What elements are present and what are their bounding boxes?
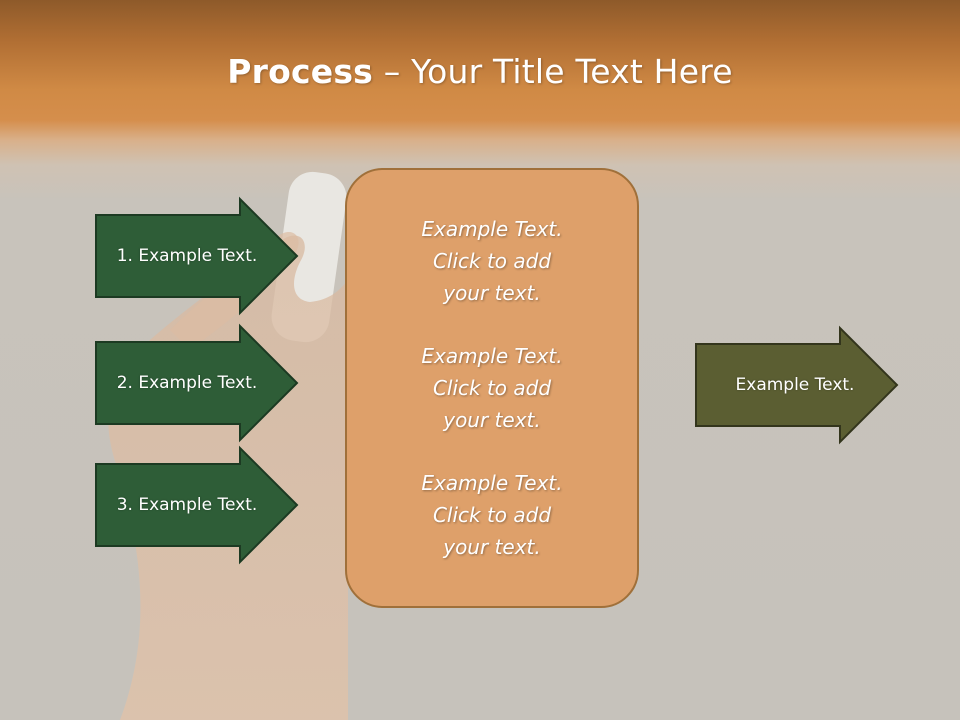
title-bold: Process bbox=[227, 52, 374, 91]
block-3-line-3: your text. bbox=[443, 534, 541, 559]
block-3-line-1: Example Text. bbox=[421, 470, 563, 495]
slide-title: Process – Your Title Text Here bbox=[0, 52, 960, 91]
right-arrow[interactable] bbox=[695, 325, 899, 445]
block-2-line-2: Click to add bbox=[432, 375, 552, 400]
block-2-line-3: your text. bbox=[443, 407, 541, 432]
center-text-block-3[interactable]: Example Text. Click to add your text. bbox=[357, 467, 627, 563]
center-text-block-2[interactable]: Example Text. Click to add your text. bbox=[357, 340, 627, 436]
block-1-line-3: your text. bbox=[443, 281, 541, 306]
center-text-block-1[interactable]: Example Text. Click to add your text. bbox=[357, 213, 627, 309]
block-1-line-1: Example Text. bbox=[421, 217, 563, 242]
block-1-line-2: Click to add bbox=[432, 249, 552, 274]
center-text-box[interactable]: Example Text. Click to add your text. Ex… bbox=[345, 168, 639, 608]
title-rest: – Your Title Text Here bbox=[373, 52, 733, 91]
left-arrow-3[interactable] bbox=[95, 445, 299, 565]
left-arrow-2-label[interactable]: 2. Example Text. bbox=[116, 373, 258, 393]
right-arrow-label[interactable]: Example Text. bbox=[735, 375, 855, 395]
left-arrow-1-label[interactable]: 1. Example Text. bbox=[116, 246, 258, 266]
block-3-line-2: Click to add bbox=[432, 502, 552, 527]
left-arrow-1[interactable] bbox=[95, 196, 299, 316]
block-2-line-1: Example Text. bbox=[421, 343, 563, 368]
left-arrow-2[interactable] bbox=[95, 323, 299, 443]
left-arrow-3-label[interactable]: 3. Example Text. bbox=[116, 495, 258, 515]
